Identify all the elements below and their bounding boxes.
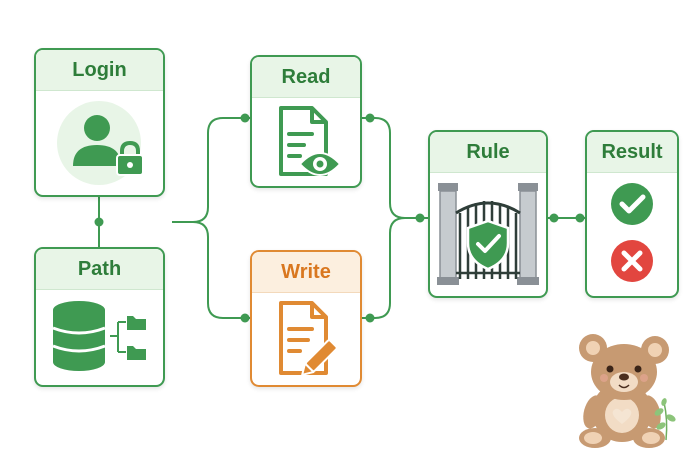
login-node[interactable]: Login bbox=[34, 48, 165, 197]
result-node[interactable]: Result bbox=[585, 130, 679, 298]
rule-title: Rule bbox=[430, 132, 546, 173]
check-circle-icon bbox=[611, 183, 653, 225]
connector-dot bbox=[575, 213, 585, 223]
document-pencil-icon bbox=[252, 293, 360, 385]
connector-dot bbox=[94, 217, 104, 227]
x-circle-icon bbox=[611, 240, 653, 282]
read-node[interactable]: Read bbox=[250, 55, 362, 188]
document-eye-icon bbox=[252, 98, 360, 186]
connector-dot bbox=[240, 313, 250, 323]
connector-dot bbox=[240, 113, 250, 123]
connector-dot bbox=[415, 213, 425, 223]
connector-to-read bbox=[172, 117, 250, 223]
rule-node[interactable]: Rule bbox=[428, 130, 548, 298]
connector-dot bbox=[549, 213, 559, 223]
gate-shield-icon bbox=[430, 173, 546, 296]
read-title: Read bbox=[252, 57, 360, 98]
connector-read-rule bbox=[362, 117, 428, 219]
write-title: Write bbox=[252, 252, 360, 293]
login-title: Login bbox=[36, 50, 163, 91]
connector-to-write bbox=[192, 221, 250, 319]
connector-dot bbox=[365, 113, 375, 123]
database-folders-icon bbox=[36, 290, 163, 385]
user-lock-icon bbox=[36, 91, 163, 195]
write-node[interactable]: Write bbox=[250, 250, 362, 387]
path-node[interactable]: Path bbox=[34, 247, 165, 387]
result-title: Result bbox=[587, 132, 677, 173]
connector-dot bbox=[365, 313, 375, 323]
connector-write-rule bbox=[362, 217, 406, 319]
path-title: Path bbox=[36, 249, 163, 290]
